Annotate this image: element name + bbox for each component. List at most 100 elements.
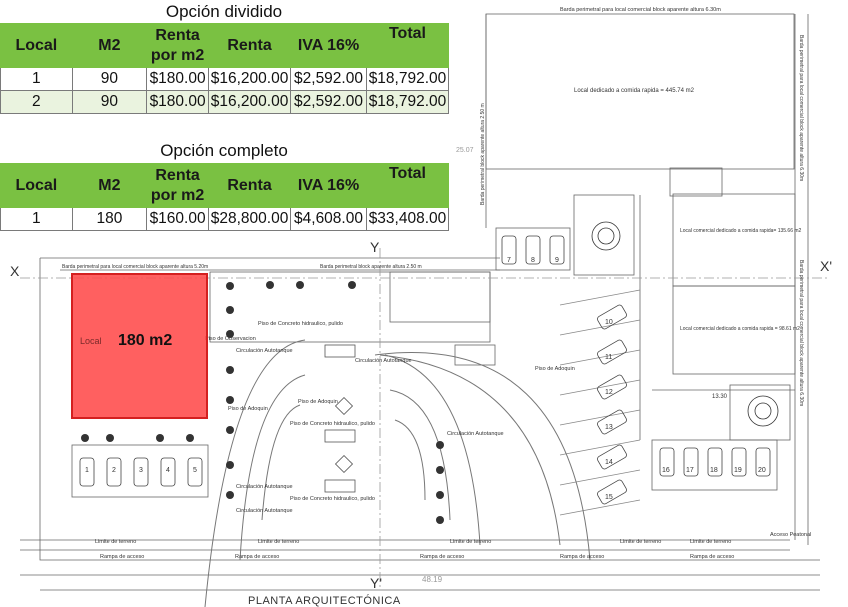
plan-circulation-arc <box>389 389 451 521</box>
plan-label-piso-concreto-2: Piso de Concreto hidraulico, pulido <box>290 421 375 427</box>
plan-label-limite-4: Limite de terreno <box>620 539 661 545</box>
plan-parking-number: 10 <box>605 319 613 326</box>
plan-label-piso-concreto-3: Piso de Concreto hidraulico, pulido <box>290 496 375 502</box>
table-cell: $18,792.00 <box>365 67 450 91</box>
plan-parking-number: 9 <box>555 257 559 264</box>
plan-bathroom <box>669 167 723 197</box>
plan-dispenser <box>324 344 356 358</box>
table-cell: $16,200.00 <box>208 67 292 91</box>
plan-title: PLANTA ARQUITECTÓNICA <box>248 594 401 607</box>
plan-stall-line <box>559 439 641 456</box>
table-row: 1 180 $160.00 $28,800.00 $4,608.00 $33,4… <box>0 207 450 231</box>
plan-label-piso-adoquin-2: Piso de Adoquin <box>298 399 338 405</box>
plan-car <box>597 339 627 365</box>
table-cell: $2,592.00 <box>290 67 367 91</box>
plan-stall-line <box>559 469 641 486</box>
plan-dim-right: 13.30 <box>712 394 728 400</box>
plan-tree-box <box>729 384 791 441</box>
plan-parking-number: 7 <box>507 257 511 264</box>
table-header-cell: Total <box>365 163 450 208</box>
plan-dispenser-marker <box>334 454 354 474</box>
plan-shrub <box>81 434 89 442</box>
plan-shrub <box>226 330 234 338</box>
table-row: 1 90 $180.00 $16,200.00 $2,592.00 $18,79… <box>0 67 450 91</box>
plan-parking-number: 19 <box>734 467 742 474</box>
plan-circulation-arc <box>204 339 306 607</box>
plan-label-acceso: Acceso Peatonal <box>770 532 811 538</box>
table-cell: $18,792.00 <box>365 90 450 114</box>
plan-label-piso-adoquin-3: Piso de Adoquin <box>228 406 268 412</box>
plan-dim-bottom: 48.19 <box>422 575 443 584</box>
plan-stall-line <box>559 379 641 396</box>
plan-tree <box>597 227 615 245</box>
plan-label-mid-wall: Barda perimetral block aparente altura 2… <box>320 264 422 270</box>
plan-car <box>549 235 565 265</box>
plan-circulation-arc <box>261 404 301 521</box>
highlight-local-prefix: Local <box>80 336 102 346</box>
plan-tree-box <box>573 194 635 276</box>
table-row: 2 90 $180.00 $16,200.00 $2,592.00 $18,79… <box>0 90 450 114</box>
plan-shrub <box>226 491 234 499</box>
plan-parking-number: 16 <box>662 467 670 474</box>
plan-parking-number: 17 <box>686 467 694 474</box>
plan-shrub <box>436 466 444 474</box>
highlight-local-area: 180 m2 <box>118 332 172 349</box>
plan-shrubs <box>81 281 444 524</box>
plan-axis-y: Y <box>370 239 380 255</box>
plan-tree <box>754 402 772 420</box>
plan-parking-number: 4 <box>166 467 170 474</box>
plan-shrub <box>436 441 444 449</box>
plan-shrub <box>186 434 194 442</box>
plan-shrub <box>226 396 234 404</box>
table-cell: $16,200.00 <box>208 90 292 114</box>
plan-label-limite-2: Limite de terreno <box>258 539 299 545</box>
table-header-cell: M2 <box>71 163 148 208</box>
plan-tree <box>591 221 621 251</box>
table-header-cell: Total <box>365 23 450 68</box>
plan-label-top-wall: Barda perimetral para local comercial bl… <box>560 7 721 13</box>
plan-car <box>755 447 771 477</box>
plan-car <box>106 457 122 487</box>
plan-label-limite-5: Limite de terreno <box>690 539 731 545</box>
plan-parking-number: 18 <box>710 467 718 474</box>
plan-car <box>501 235 517 265</box>
plan-label-limite-3: Limite de terreno <box>450 539 491 545</box>
plan-perimeter <box>39 258 820 561</box>
plan-shrub <box>106 434 114 442</box>
plan-circulation-arc <box>394 419 426 501</box>
table-completo: Local M2 Renta por m2 Renta IVA 16% Tota… <box>0 163 450 231</box>
table-header-cell: Renta por m2 <box>146 23 210 68</box>
plan-label-local-small: Local comercial dedicado a comida rapida… <box>680 326 800 332</box>
plan-car <box>597 374 627 400</box>
plan-shrub <box>226 366 234 374</box>
plan-car <box>597 479 627 505</box>
table-cell: 90 <box>71 67 148 91</box>
plan-label-rampa-4: Rampa de acceso <box>560 554 604 560</box>
plan-car <box>187 457 203 487</box>
plan-parking-number: 5 <box>193 467 197 474</box>
plan-parking-right <box>651 439 778 491</box>
table-header-cell: IVA 16% <box>290 163 367 208</box>
plan-label-right-wall-2: Barda perimetral para local comercial bl… <box>798 260 804 406</box>
plan-car <box>731 447 747 477</box>
plan-circulation-arc <box>384 354 481 546</box>
table-cell: $4,608.00 <box>290 207 367 231</box>
plan-axis-x2: X' <box>820 258 832 274</box>
plan-label-circ-5: Circulación Autotanque <box>236 508 293 514</box>
plan-label-rampa-3: Rampa de acceso <box>420 554 464 560</box>
plan-parking-number: 3 <box>139 467 143 474</box>
plan-label-piso-obs: Piso de Observacion <box>205 336 256 342</box>
plan-dispenser <box>324 479 356 493</box>
table-header-cell: Renta <box>208 23 292 68</box>
plan-local-mid-outline <box>672 193 796 287</box>
table-header-cell: IVA 16% <box>290 23 367 68</box>
table-cell: $2,592.00 <box>290 90 367 114</box>
table-cell: $180.00 <box>146 90 210 114</box>
plan-circulation-arc <box>379 354 561 546</box>
plan-stall-line <box>559 409 641 426</box>
plan-parking-number: 2 <box>112 467 116 474</box>
plan-label-piso-adoquin-1: Piso de Adoquin <box>535 366 575 372</box>
plan-shrub <box>156 434 164 442</box>
plan-label-circ-2: Circulación Autotanque <box>355 358 412 364</box>
plan-dispenser <box>324 429 356 443</box>
